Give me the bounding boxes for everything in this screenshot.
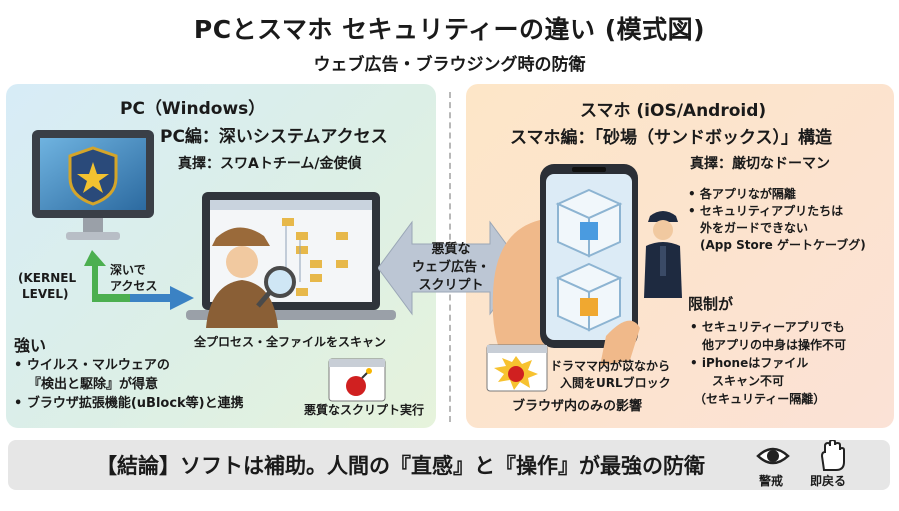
strength-item: • ウイルス・マルウェアの [14, 358, 170, 373]
limit-item: （セキュリティー隔離） [694, 392, 826, 406]
kernel-level-label-2: LEVEL) [22, 287, 69, 301]
bullet-item: • 各アプリなが隔離 [688, 187, 796, 201]
kernel-level-label-1: (KERNEL [18, 271, 77, 285]
sandbox-phone-illustration [492, 164, 640, 370]
pc-subheading: PC編：深いシステムアクセス [160, 127, 388, 147]
strength-item: 『検出と駆除』が得意 [28, 377, 159, 392]
page-title: PCとスマホ セキュリティーの違い (模式図) [193, 15, 706, 44]
malicious-ads-line: 悪質な [431, 242, 471, 257]
deep-access-arrow-icon [84, 250, 194, 310]
scan-caption: 全プロセス・全ファイルをスキャン [194, 335, 387, 349]
conclusion-text: 【結論】ソフトは補助。人間の『直感』と『操作』が最強の防衛 [96, 454, 705, 478]
hand-icon [820, 440, 845, 471]
block-caption-2: 入閲をURLブロック [560, 376, 671, 390]
hand-label: 即戻る [810, 474, 847, 488]
malicious-ads-line: ウェブ広告・ [411, 260, 490, 275]
deep-access-label-2: アクセス [110, 279, 158, 293]
limits-title: 限制が [688, 295, 734, 313]
malicious-ads-label: 悪質な ウェブ広告・ スクリプト [408, 241, 494, 295]
smartphone-role: 真擇：厳切なドーマン [690, 156, 830, 172]
deep-access-label-1: 深いで [110, 263, 146, 277]
limit-item: • iPhoneはファイル [690, 356, 809, 370]
strengths-title: 強い [14, 336, 47, 355]
pc-heading: PC（Windows） [120, 99, 266, 119]
script-caption: 悪質なスクリプト実行 [304, 403, 425, 417]
browser-explosion-icon [486, 344, 548, 392]
double-arrow-icon [378, 220, 524, 316]
bullet-item: 外をガードできない [700, 221, 809, 235]
pc-role: 真擇：スワAトチーム/金使偵 [178, 156, 362, 172]
block-caption-1: ドラママ内が苡なから [550, 359, 671, 373]
security-guard-icon [644, 211, 682, 298]
strengths-list: • ウイルス・マルウェアの 『検出と駆除』が得意 • ブラウザ拡張機能(uBlo… [14, 356, 244, 413]
limits-list: • セキュリティーアプリでも 他アプリの中身は操作不可 • iPhoneはファイ… [690, 318, 846, 408]
limit-item: 他アプリの中身は操作不可 [702, 338, 847, 352]
browser-caption: ブラウザ内のみの影響 [512, 399, 643, 414]
smartphone-bullets: • 各アプリなが隔離 • セキュリティアプリたちは 外をガードできない (App… [688, 186, 866, 254]
bullet-item: • セキュリティアプリたちは [688, 204, 844, 218]
bomb-window-icon [328, 358, 386, 402]
smartphone-heading: スマホ (iOS/Android) [580, 101, 767, 121]
smartphone-subheading: スマホ編：「砂場（サンドボックス）」構造 [510, 128, 832, 148]
eye-label: 警戒 [759, 474, 784, 488]
malicious-ads-line: スクリプト [418, 278, 484, 293]
laptop-scan-illustration [186, 192, 396, 328]
page-subtitle: ウェブ広告・ブラウジング時の防衛 [313, 55, 586, 75]
conclusion-bar [8, 440, 890, 490]
limit-item: スキャン不可 [712, 374, 785, 388]
strength-item: • ブラウザ拡張機能(uBlock等)と連携 [14, 396, 244, 411]
limit-item: • セキュリティーアプリでも [690, 320, 845, 334]
monitor-shield-icon [32, 130, 154, 240]
eye-icon [756, 447, 790, 465]
bullet-item: (App Store ゲートケーブグ) [700, 238, 866, 252]
